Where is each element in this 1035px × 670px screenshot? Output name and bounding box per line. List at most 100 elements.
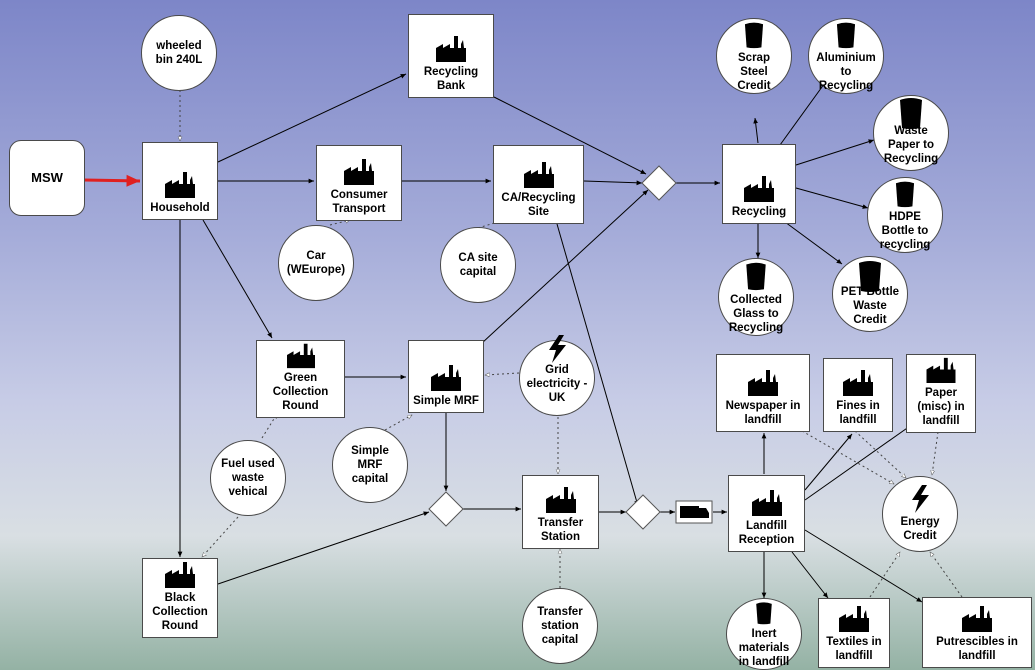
consumer-transport-label: Consumer Transport <box>330 189 388 215</box>
link-recycling-bank-junction-1 <box>493 96 647 175</box>
collected-glass-label: Collected Glass to Recycling <box>728 294 784 334</box>
car-node[interactable]: Car (WEurope) <box>278 225 354 301</box>
grid-electricity-label: Grid electricity - UK <box>526 364 588 404</box>
wheeled-bin-label: wheeled bin 240L <box>155 40 203 66</box>
bin-icon <box>744 22 764 49</box>
inert-materials-node[interactable]: Inert materials in landfill <box>726 598 802 670</box>
ca-site-capital-label: CA site capital <box>458 252 498 278</box>
recycling-bank-node[interactable]: Recycling Bank <box>408 14 494 98</box>
newspaper-landfill-label: Newspaper in landfill <box>725 400 801 426</box>
link-recycling-scrap-steel <box>753 117 759 144</box>
simple-mrf-node[interactable]: Simple MRF <box>408 340 484 413</box>
textiles-landfill-node[interactable]: Textiles in landfill <box>818 598 890 668</box>
factory-icon <box>431 365 461 391</box>
aluminium-node[interactable]: Aluminium to Recycling <box>808 18 884 94</box>
consumer-transport-node[interactable]: Consumer Transport <box>316 145 402 221</box>
transfer-station-capital-node[interactable]: Transfer station capital <box>522 588 598 664</box>
factory-icon <box>751 490 782 516</box>
fines-landfill-node[interactable]: Fines in landfill <box>823 358 893 432</box>
household-node[interactable]: Household <box>142 142 218 220</box>
factory-icon <box>286 343 315 369</box>
green-collection-node[interactable]: Green Collection Round <box>256 340 345 418</box>
fines-landfill-label: Fines in landfill <box>836 400 880 426</box>
msw-label: MSW <box>31 170 63 185</box>
link-recycling-waste-paper <box>795 139 875 166</box>
factory-icon <box>523 162 554 188</box>
paper-landfill-node[interactable]: Paper (misc) in landfill <box>906 354 976 433</box>
pet-bottle-label: PET Bottle Waste Credit <box>840 286 900 326</box>
paper-landfill-label: Paper (misc) in landfill <box>917 387 965 427</box>
energy-credit-label: Energy Credit <box>900 516 940 542</box>
link-ca-junction-1 <box>583 180 643 186</box>
recycling-bank-label: Recycling Bank <box>423 66 479 92</box>
simple-mrf-capital-label: Simple MRF capital <box>351 445 389 485</box>
bin-icon <box>859 261 881 292</box>
scrap-steel-label: Scrap Steel Credit <box>737 52 771 92</box>
textiles-landfill-label: Textiles in landfill <box>826 636 882 662</box>
ca-site-capital-node[interactable]: CA site capital <box>440 227 516 303</box>
transfer-station-capital-label: Transfer station capital <box>537 606 583 646</box>
link-simple-mrf-junction-1 <box>481 189 649 344</box>
factory-icon <box>165 562 195 588</box>
link-landfill-paper <box>804 418 921 501</box>
fuel-waste-vehicle-node[interactable]: Fuel used waste vehical <box>210 440 286 516</box>
link-landfill-textiles <box>791 551 829 599</box>
link-grid-simple-mrf <box>485 373 520 375</box>
truck-icon <box>675 500 713 524</box>
factory-icon <box>344 159 374 185</box>
link-recycling-hdpe <box>795 187 869 209</box>
link-textiles-energy <box>869 552 901 598</box>
factory-icon <box>962 606 992 632</box>
link-fines-energy <box>854 430 906 478</box>
hdpe-bottle-node[interactable]: HDPE Bottle to recycling <box>867 177 943 253</box>
simple-mrf-label: Simple MRF <box>413 395 479 407</box>
factory-icon <box>545 487 576 513</box>
inert-materials-label: Inert materials in landfill <box>738 628 790 668</box>
waste-paper-node[interactable]: Waste Paper to Recycling <box>873 95 949 171</box>
bin-icon <box>756 602 772 625</box>
green-collection-label: Green Collection Round <box>272 372 329 412</box>
link-car-consumer-transport <box>329 220 350 226</box>
black-collection-node[interactable]: Black Collection Round <box>142 558 218 638</box>
msw-source-node[interactable]: MSW <box>9 140 85 216</box>
simple-mrf-capital-node[interactable]: Simple MRF capital <box>332 427 408 503</box>
pet-bottle-node[interactable]: PET Bottle Waste Credit <box>832 256 908 332</box>
factory-icon <box>436 36 466 62</box>
transfer-station-label: Transfer Station <box>537 517 584 543</box>
putrescibles-landfill-node[interactable]: Putrescibles in landfill <box>922 597 1032 668</box>
link-putrescibles-energy <box>929 552 963 598</box>
link-household-recycling-bank <box>217 73 407 163</box>
ca-recycling-site-label: CA/Recycling Site <box>501 192 576 218</box>
junction-diamond-2 <box>428 491 464 527</box>
link-simple-mrf-capital-mrf <box>384 414 412 431</box>
link-paper-energy <box>932 431 939 475</box>
factory-icon <box>843 370 873 396</box>
link-landfill-putrescibles <box>804 529 923 603</box>
car-label: Car (WEurope) <box>286 250 346 276</box>
link-household-green-collection <box>202 219 273 339</box>
factory-icon <box>839 606 869 632</box>
grid-electricity-node[interactable]: Grid electricity - UK <box>519 335 595 416</box>
factory-icon <box>748 370 778 396</box>
lightning-icon <box>549 335 566 363</box>
bin-icon <box>836 22 856 49</box>
ca-recycling-site-node[interactable]: CA/Recycling Site <box>493 145 584 224</box>
landfill-reception-node[interactable]: Landfill Reception <box>728 475 805 552</box>
waste-paper-label: Waste Paper to Recycling <box>883 125 939 165</box>
lightning-icon <box>912 485 929 513</box>
recycling-node[interactable]: Recycling <box>722 144 796 224</box>
link-ca-junction-3 <box>556 223 639 507</box>
link-black-junction-2 <box>217 511 430 585</box>
bin-icon <box>746 262 766 291</box>
newspaper-landfill-node[interactable]: Newspaper in landfill <box>716 354 810 432</box>
putrescibles-landfill-label: Putrescibles in landfill <box>936 636 1018 662</box>
factory-icon <box>744 176 774 202</box>
transfer-station-node[interactable]: Transfer Station <box>522 475 599 549</box>
recycling-label: Recycling <box>731 206 787 218</box>
collected-glass-node[interactable]: Collected Glass to Recycling <box>718 258 794 336</box>
scrap-steel-node[interactable]: Scrap Steel Credit <box>716 18 792 94</box>
energy-credit-node[interactable]: Energy Credit <box>882 476 958 552</box>
wheeled-bin-node[interactable]: wheeled bin 240L <box>141 15 217 91</box>
factory-icon <box>165 172 195 198</box>
